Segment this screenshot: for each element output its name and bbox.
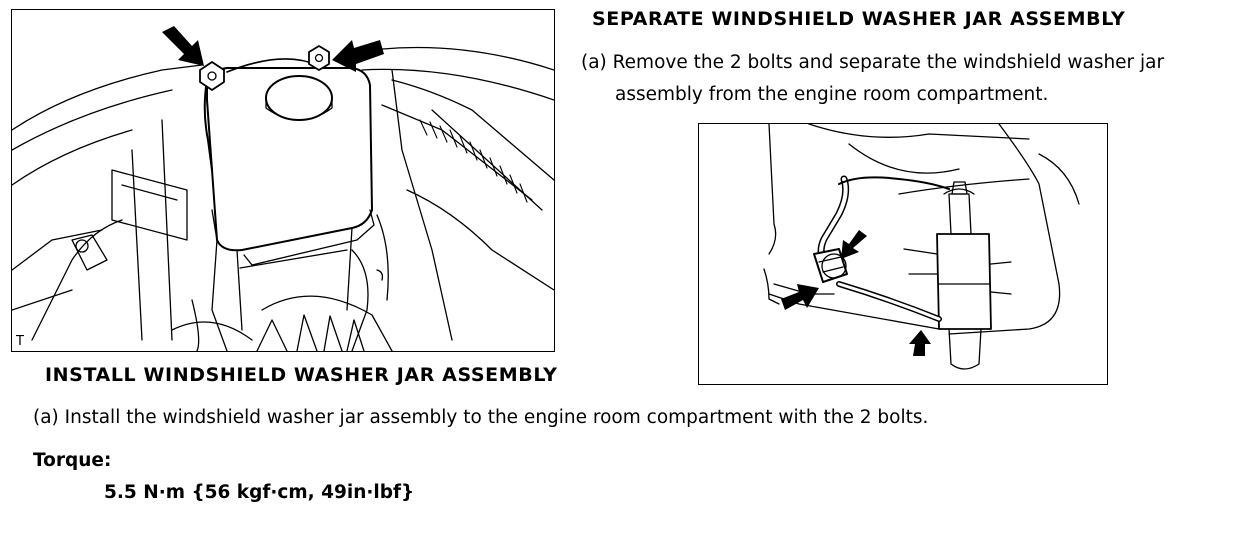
- figure-mark: T: [16, 334, 24, 349]
- install-step: (a) Install the windshield washer jar as…: [33, 407, 929, 428]
- torque-value: 5.5 N·m {56 kgf·cm, 49in·lbf}: [104, 482, 415, 503]
- washer-hose-connector-figure: [698, 123, 1108, 385]
- arrow-icon: [909, 330, 931, 356]
- arrow-icon: [162, 26, 204, 66]
- bolt-icon: [199, 61, 225, 91]
- separate-heading: SEPARATE WINDSHIELD WASHER JAR ASSEMBLY: [592, 8, 1126, 30]
- separate-step-line-2: assembly from the engine room compartmen…: [615, 84, 1049, 105]
- install-heading: INSTALL WINDSHIELD WASHER JAR ASSEMBLY: [45, 364, 558, 386]
- bolt-icon: [308, 45, 330, 71]
- arrow-icon: [332, 40, 384, 72]
- arrow-icon: [841, 230, 867, 259]
- torque-label: Torque:: [33, 450, 112, 471]
- separate-step-line-1: (a) Remove the 2 bolts and separate the …: [581, 52, 1165, 73]
- washer-jar-location-figure: T: [11, 9, 555, 352]
- arrow-icon: [781, 284, 819, 310]
- connector-icon: [813, 248, 848, 283]
